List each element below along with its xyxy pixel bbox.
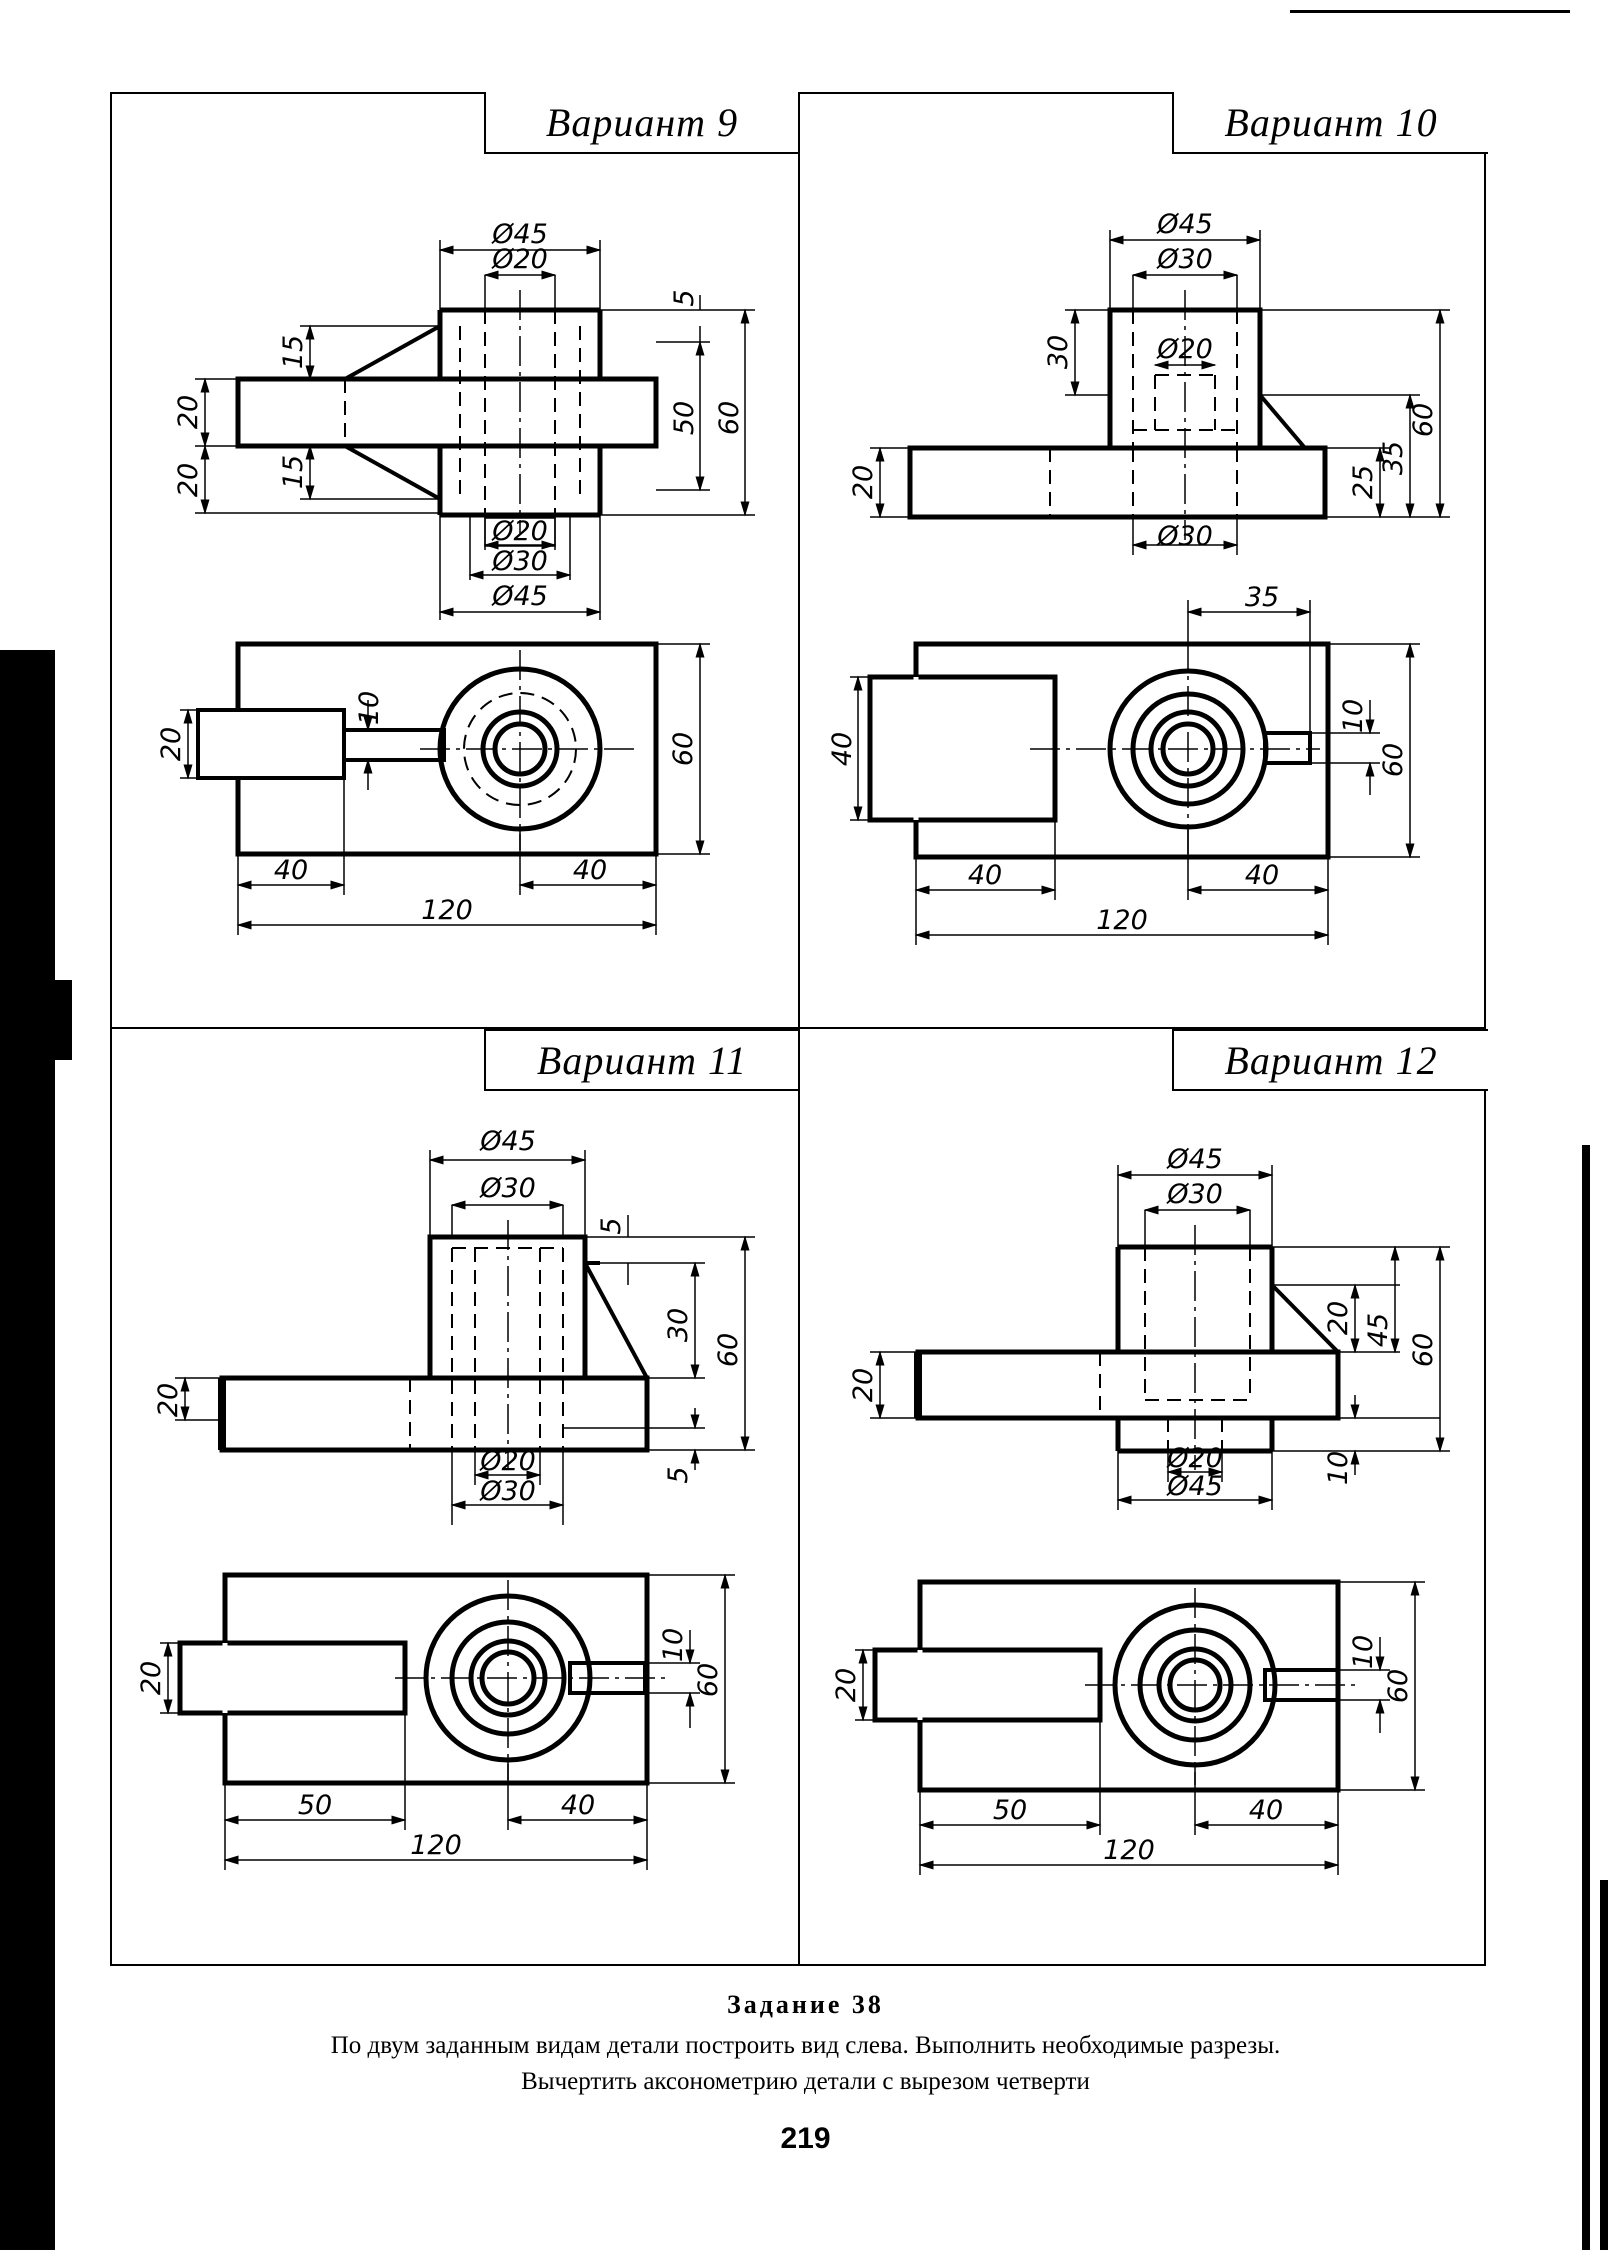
- v11-dim-h60: 60: [713, 1333, 744, 1367]
- v12-dim-h20a: 20: [1323, 1301, 1354, 1335]
- v11-dim-d30-bot: Ø30: [479, 1476, 536, 1507]
- v10-dim-h10: 10: [1338, 699, 1369, 733]
- v10-dim-h35: 35: [1378, 441, 1409, 475]
- v11-dim-40: 40: [561, 1790, 595, 1821]
- task-instruction-line-1: По двум заданным видам детали построить …: [330, 2032, 1281, 2059]
- v12-dim-d20-bot: Ø20: [1166, 1443, 1223, 1474]
- variant-12-title: Вариант 12: [1172, 1029, 1488, 1091]
- v11-dim-h20: 20: [153, 1383, 184, 1417]
- v10-dim-h60: 60: [1408, 403, 1439, 437]
- v9-dim-w20: 20: [156, 727, 187, 761]
- v12-dim-h45: 45: [1363, 1313, 1394, 1347]
- v12-dim-h10: 10: [1323, 1451, 1354, 1485]
- v11-dim-h30: 30: [663, 1308, 694, 1342]
- v10-dim-d20-mid: Ø20: [1156, 334, 1213, 365]
- v11-dim-50: 50: [298, 1790, 332, 1821]
- v10-dim-h40: 40: [827, 732, 858, 766]
- v11-dim-h5a: 5: [596, 1217, 627, 1234]
- scan-edge-left-notch: [12, 980, 72, 1060]
- variant-11-top-view: [160, 1572, 735, 1870]
- v9-dim-d45-top: Ø45: [491, 219, 548, 250]
- v9-dim-h15a: 15: [278, 335, 309, 369]
- page-number: 219: [780, 2122, 831, 2155]
- variant-12-front-view: [870, 1165, 1450, 1510]
- variant-11-front-view: [175, 1150, 755, 1525]
- v12-dim-h10-top: 10: [1348, 1635, 1379, 1669]
- v12-dim-h60: 60: [1408, 1333, 1439, 1367]
- v11-dim-h60-top: 60: [693, 1663, 724, 1697]
- v10-dim-h25: 25: [1348, 465, 1379, 499]
- v9-dim-h60-top: 60: [668, 732, 699, 766]
- variant-9-title: Вариант 9: [484, 92, 800, 154]
- v11-dim-h20-top: 20: [136, 1661, 167, 1695]
- v9-dim-d20-top: Ø20: [491, 244, 548, 275]
- v11-dim-d20-bot: Ø20: [479, 1446, 536, 1477]
- task-instruction-line-2: Вычертить аксонометрию детали с вырезом …: [521, 2068, 1090, 2095]
- v9-dim-d20-bot: Ø20: [491, 516, 548, 547]
- v12-dim-h20-top: 20: [831, 1668, 862, 1702]
- v12-dim-h60-top: 60: [1383, 1669, 1414, 1703]
- v9-dim-h15b: 15: [278, 455, 309, 489]
- v10-dim-d45-top: Ø45: [1156, 209, 1213, 240]
- variant-9-front-view: [195, 240, 755, 620]
- v11-dim-120: 120: [410, 1830, 462, 1861]
- v10-dim-35: 35: [1245, 582, 1279, 613]
- v9-dim-d45-bot: Ø45: [491, 581, 548, 612]
- v12-dim-d45-bot: Ø45: [1166, 1471, 1223, 1502]
- variant-10-top-view: [850, 600, 1420, 945]
- v12-dim-50: 50: [993, 1795, 1027, 1826]
- task-title: Задание 38: [727, 1990, 884, 2019]
- scan-edge-left: [0, 650, 55, 2250]
- v9-dim-h20b: 20: [173, 463, 204, 497]
- v10-dim-40a: 40: [968, 860, 1002, 891]
- v11-dim-h10: 10: [658, 1628, 689, 1662]
- v10-dim-d30-bot: Ø30: [1156, 521, 1213, 552]
- v12-dim-h20b: 20: [848, 1368, 879, 1402]
- variant-10-front-view: [870, 230, 1450, 555]
- scan-edge-right: [1582, 1145, 1590, 2250]
- v9-dim-h5: 5: [669, 289, 700, 306]
- v10-dim-120: 120: [1096, 905, 1148, 936]
- frame-divider-horizontal: [110, 1027, 1486, 1029]
- v12-dim-d45-top: Ø45: [1166, 1144, 1223, 1175]
- v9-dim-40b: 40: [573, 855, 607, 886]
- scan-edge-right-outer: [1600, 1880, 1608, 2250]
- variant-11-title: Вариант 11: [484, 1029, 800, 1091]
- top-rule: [1290, 10, 1570, 13]
- v10-dim-h20: 20: [848, 465, 879, 499]
- v10-dim-d30-top: Ø30: [1156, 244, 1213, 275]
- variant-12-top-view: [855, 1579, 1425, 1875]
- v12-dim-120: 120: [1103, 1835, 1155, 1866]
- variant-9-top-view: [180, 641, 710, 935]
- v9-dim-h60: 60: [714, 401, 745, 435]
- v12-dim-40: 40: [1249, 1795, 1283, 1826]
- v9-dim-d30-bot: Ø30: [491, 546, 548, 577]
- v9-dim-40a: 40: [274, 855, 308, 886]
- v10-dim-40b: 40: [1245, 860, 1279, 891]
- v9-dim-w10: 10: [354, 691, 385, 725]
- v12-dim-d30-top: Ø30: [1166, 1179, 1223, 1210]
- v9-dim-h20a: 20: [173, 395, 204, 429]
- v9-dim-h50: 50: [669, 401, 700, 435]
- v10-dim-h60-top: 60: [1378, 743, 1409, 777]
- v11-dim-d30-top: Ø30: [479, 1173, 536, 1204]
- v10-dim-h30: 30: [1043, 335, 1074, 369]
- v9-dim-120: 120: [421, 895, 473, 926]
- variant-10-title: Вариант 10: [1172, 92, 1488, 154]
- v11-dim-h5b: 5: [663, 1466, 694, 1483]
- v11-dim-d45-top: Ø45: [479, 1126, 536, 1157]
